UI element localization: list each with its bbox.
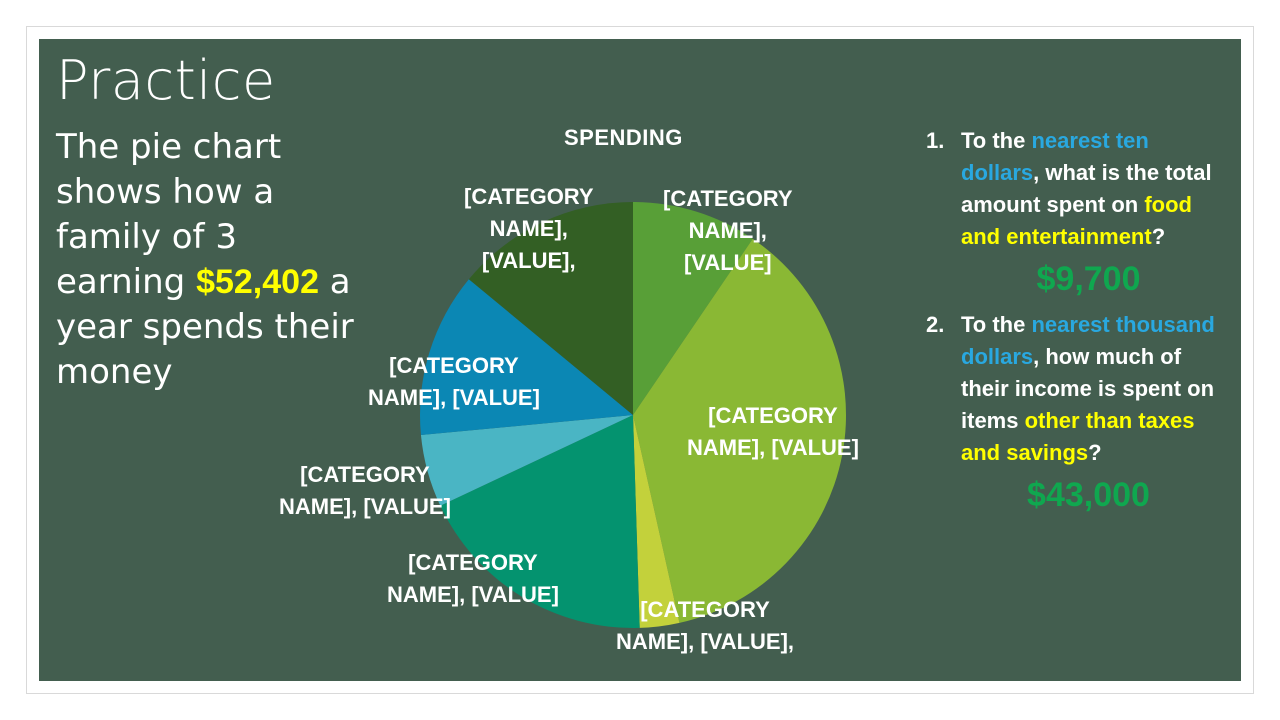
pie-chart: [420, 202, 847, 628]
slide: Practice The pie chart shows how a famil…: [39, 39, 1241, 681]
slice-label: [CATEGORY NAME], [VALUE]: [279, 459, 451, 523]
slice-label: [CATEGORY NAME], [VALUE]: [368, 350, 540, 414]
questions-panel: 1. To the nearest ten dollars, what is t…: [926, 125, 1216, 525]
question-1-text: To the nearest ten dollars, what is the …: [961, 128, 1212, 249]
chart-title: SPENDING: [564, 125, 683, 150]
income-amount: $52,402: [196, 263, 319, 301]
slice-label: [CATEGORY NAME], [VALUE]: [387, 547, 559, 611]
question-2-text: To the nearest thousand dollars, how muc…: [961, 312, 1215, 465]
question-2-part: nearest thousand dollars: [961, 312, 1215, 369]
slice-label-line: NAME], [VALUE],: [616, 629, 795, 654]
pie-slice: [633, 238, 847, 623]
pie-slice: [468, 202, 633, 415]
slice-label-line: [VALUE],: [481, 248, 576, 273]
pie-slice: [420, 279, 633, 436]
question-1-number: 1.: [926, 128, 945, 153]
slice-label-line: NAME], [VALUE]: [279, 494, 451, 519]
slice-label-line: [CATEGORY: [640, 597, 770, 622]
question-1-part: , what is the total amount spent on: [961, 160, 1212, 217]
slice-label-line: NAME], [VALUE]: [387, 582, 559, 607]
slice-label: [CATEGORY NAME], [VALUE],: [616, 594, 794, 658]
slice-label-line: [CATEGORY: [663, 186, 793, 211]
slice-label-line: [CATEGORY: [708, 403, 838, 428]
answer-2: $43,000: [1027, 476, 1150, 514]
answer-1: $9,700: [1036, 260, 1141, 298]
slice-label-line: NAME],: [688, 218, 767, 243]
pie-slice: [440, 415, 640, 628]
question-1-part: food and entertainment: [961, 192, 1192, 249]
slice-label-line: [VALUE]: [683, 250, 772, 275]
slice-label-line: [CATEGORY: [464, 184, 594, 209]
slice-label: [CATEGORY NAME], [VALUE],: [464, 181, 594, 277]
pie-slice: [633, 202, 753, 415]
slice-label-line: NAME], [VALUE]: [687, 435, 859, 460]
slice-label-line: [CATEGORY: [408, 550, 538, 575]
question-2-number: 2.: [926, 312, 945, 337]
pie-slice: [420, 415, 633, 506]
question-2-part: ?: [1088, 440, 1102, 465]
slice-label-line: NAME], [VALUE]: [368, 385, 540, 410]
intro-text-after: a year spends their money: [56, 262, 354, 392]
pie-slice: [633, 415, 680, 628]
question-2-part: , how much of their income is spent on i…: [961, 344, 1215, 433]
intro-text: The pie chart shows how a family of 3 ea…: [56, 125, 356, 395]
question-2: 2. To the nearest thousand dollars, how …: [926, 309, 1216, 469]
question-1-part: To the: [961, 128, 1032, 153]
slice-label: [CATEGORY NAME], [VALUE]: [687, 400, 859, 464]
question-1-part: ?: [1151, 224, 1166, 249]
question-2-part: To the: [961, 312, 1032, 337]
intro-text-before: The pie chart shows how a family of 3 ea…: [56, 127, 282, 302]
slice-label-line: NAME],: [489, 216, 568, 241]
question-1-part: nearest ten dollars: [961, 128, 1149, 185]
question-2-part: other than taxes and savings: [961, 408, 1195, 465]
slide-title: Practice: [56, 49, 276, 112]
slice-label: [CATEGORY NAME], [VALUE]: [663, 183, 793, 279]
slice-label-line: [CATEGORY: [389, 353, 519, 378]
question-1: 1. To the nearest ten dollars, what is t…: [926, 125, 1216, 253]
slice-label-line: [CATEGORY: [300, 462, 430, 487]
